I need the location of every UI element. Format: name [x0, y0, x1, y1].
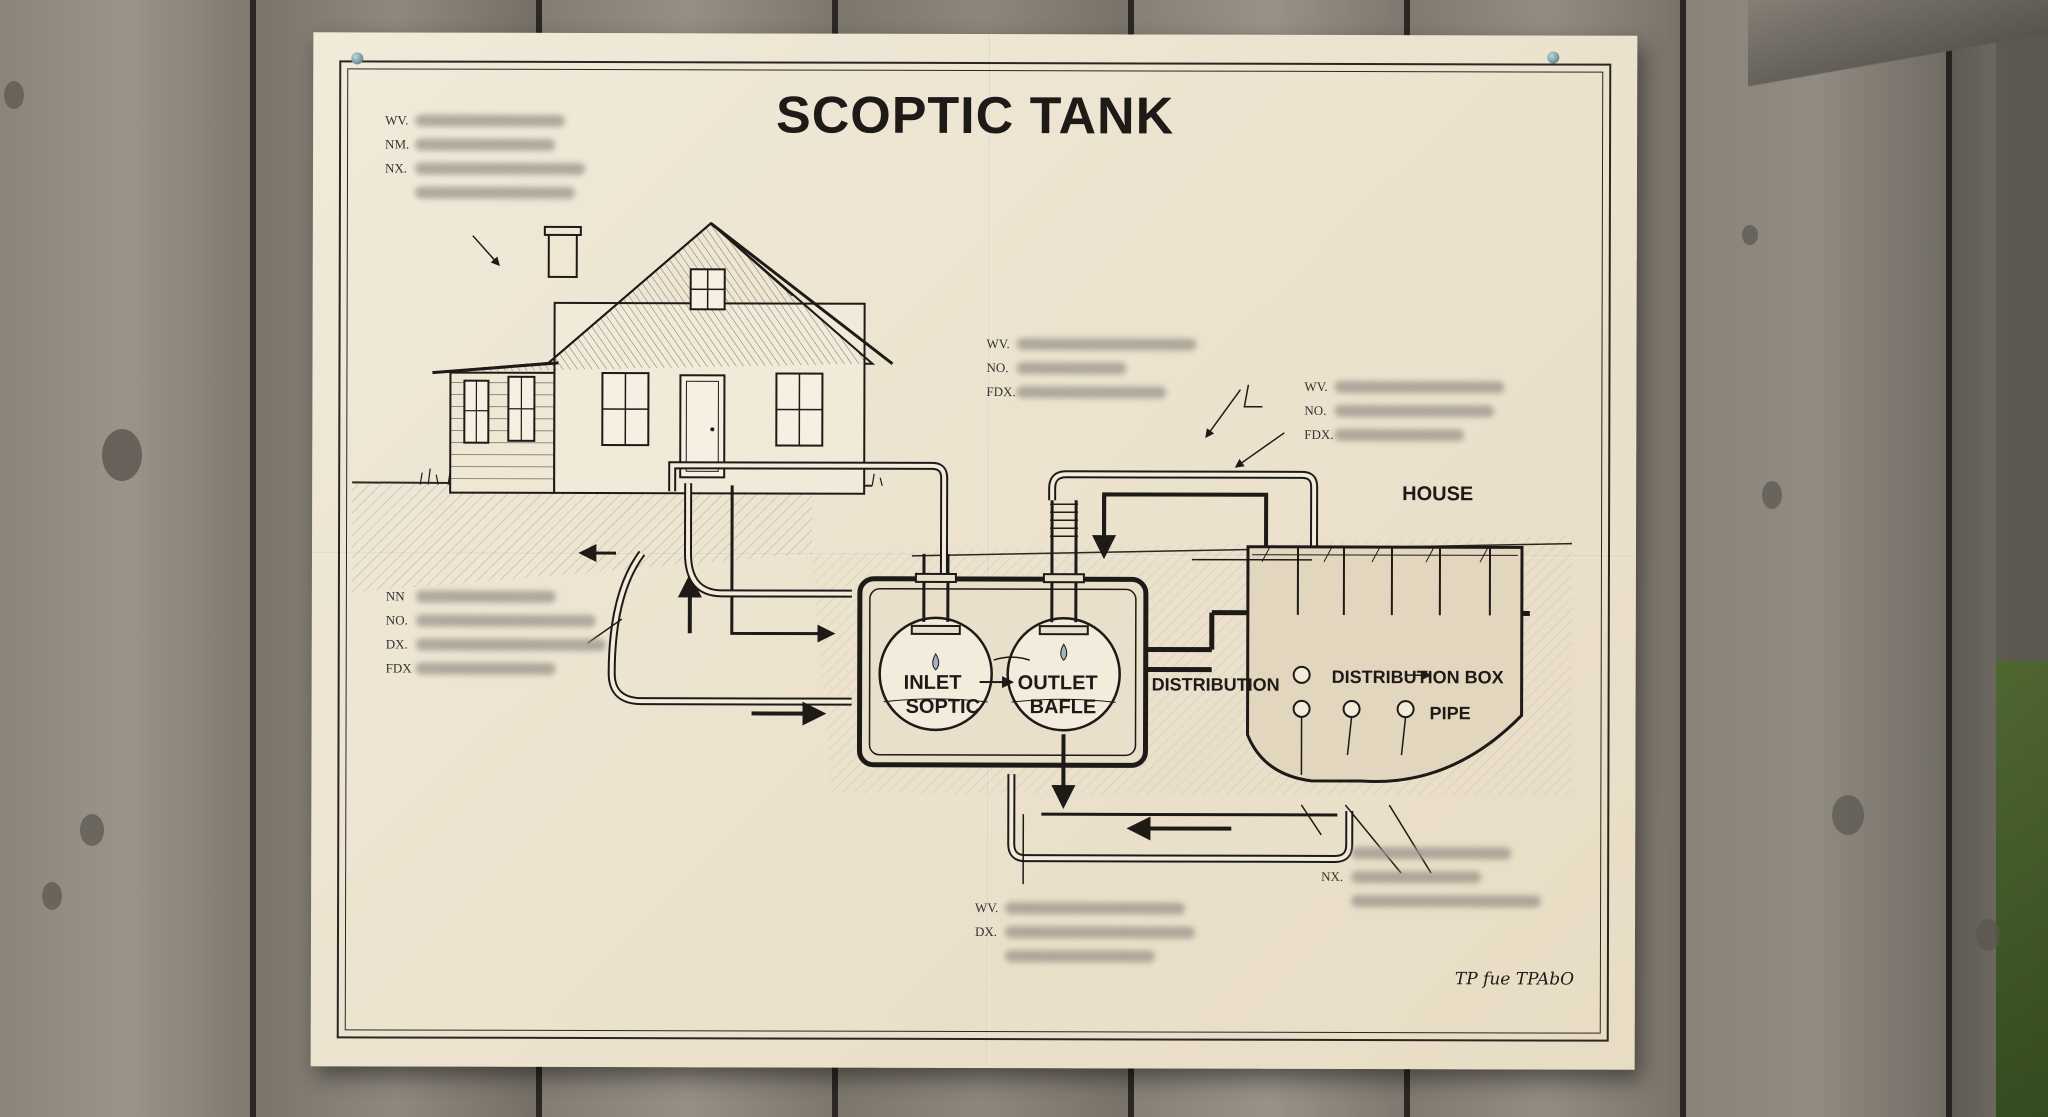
- legend-block: NX.: [1321, 841, 1542, 914]
- legend-key: DX.: [974, 924, 998, 940]
- legend-block: WV. NM. NX.: [384, 108, 586, 205]
- house-label: HOUSE: [1402, 483, 1474, 506]
- legend-key: NM.: [385, 136, 410, 152]
- blurred-text: [415, 638, 606, 652]
- wood-knot: [1832, 795, 1864, 835]
- wood-knot: [42, 882, 62, 910]
- soptic-label: SOPTIC: [905, 695, 981, 719]
- house-drawing: [419, 221, 894, 495]
- septic-diagram-poster: SCOPTIC TANK: [310, 32, 1638, 1070]
- legend-key: FDX: [385, 660, 412, 676]
- legend-key: NO.: [986, 360, 1009, 376]
- bafle-label: BAFLE: [1029, 696, 1097, 719]
- legend-key: WV.: [385, 112, 409, 128]
- legend-key: WV.: [975, 900, 999, 916]
- distribution-box-label: DISTRIBUTION BOX: [1331, 666, 1504, 688]
- blurred-text: [1334, 380, 1505, 394]
- septic-system-drawing: [351, 221, 1573, 885]
- wall-board: [0, 0, 250, 1117]
- ground-line: [911, 542, 1573, 557]
- blurred-text: [1016, 362, 1127, 375]
- blurred-text: [415, 114, 566, 127]
- blurred-text: [1004, 950, 1155, 963]
- legend-block: NN NO. DX. FDX: [386, 584, 606, 681]
- house-drain-pipe: [472, 235, 949, 726]
- roof-edge: [1748, 0, 2048, 90]
- blurred-text: [1351, 870, 1482, 884]
- blurred-text: [1351, 894, 1542, 908]
- blurred-text: [414, 186, 575, 199]
- legend-key: FDX.: [1304, 426, 1334, 442]
- legend-key: NX.: [384, 160, 408, 176]
- legend-block: WV. NO. FDX.: [986, 332, 1197, 405]
- board-gap: [1946, 0, 1952, 1117]
- board-gap: [1680, 0, 1686, 1117]
- distribution-label: DISTRIBUTION: [1151, 674, 1280, 695]
- wall-board: [1686, 0, 1946, 1117]
- wood-knot: [1762, 481, 1782, 509]
- wood-knot: [4, 81, 24, 109]
- legend-key: WV.: [1304, 378, 1328, 394]
- blurred-text: [415, 590, 556, 603]
- wood-knot: [1742, 225, 1758, 245]
- legend-block: WV. NO. FDX.: [1304, 375, 1505, 448]
- wood-knot: [1976, 919, 2000, 951]
- legend-key: WV.: [986, 336, 1010, 352]
- inlet-label: INLET: [903, 671, 962, 694]
- distribution-bed: [1191, 545, 1524, 784]
- blurred-text: [1004, 926, 1196, 939]
- board-gap: [250, 0, 256, 1117]
- blurred-text: [415, 614, 596, 628]
- blurred-text: [1351, 846, 1512, 860]
- wood-knot: [102, 429, 142, 481]
- wood-knot: [80, 814, 104, 846]
- blurred-text: [415, 662, 556, 675]
- pipe-label: PIPE: [1429, 703, 1471, 724]
- legend-key: NX.: [1321, 868, 1344, 884]
- pushpin-icon: [351, 52, 364, 65]
- blurred-text: [1005, 902, 1186, 915]
- blurred-text: [1334, 428, 1465, 442]
- signature: TP fue TPAbO: [1454, 969, 1575, 990]
- blurred-text: [1016, 386, 1167, 399]
- blurred-text: [415, 138, 556, 151]
- legend-key: NO.: [385, 612, 408, 628]
- blurred-text: [1334, 404, 1495, 418]
- legend-key: DX.: [385, 636, 408, 652]
- legend-key: NN: [385, 588, 405, 604]
- septic-tank: [856, 500, 1149, 810]
- pushpin-icon: [1547, 51, 1560, 64]
- blurred-text: [414, 162, 586, 175]
- legend-block: WV. DX.: [974, 896, 1196, 969]
- ground-hatching: [351, 484, 813, 593]
- blurred-text: [1016, 338, 1197, 351]
- grass-strip: [1996, 660, 2048, 1117]
- legend-key: FDX.: [986, 384, 1016, 400]
- outlet-label: OUTLET: [1017, 672, 1098, 695]
- legend-key: NO.: [1304, 402, 1327, 418]
